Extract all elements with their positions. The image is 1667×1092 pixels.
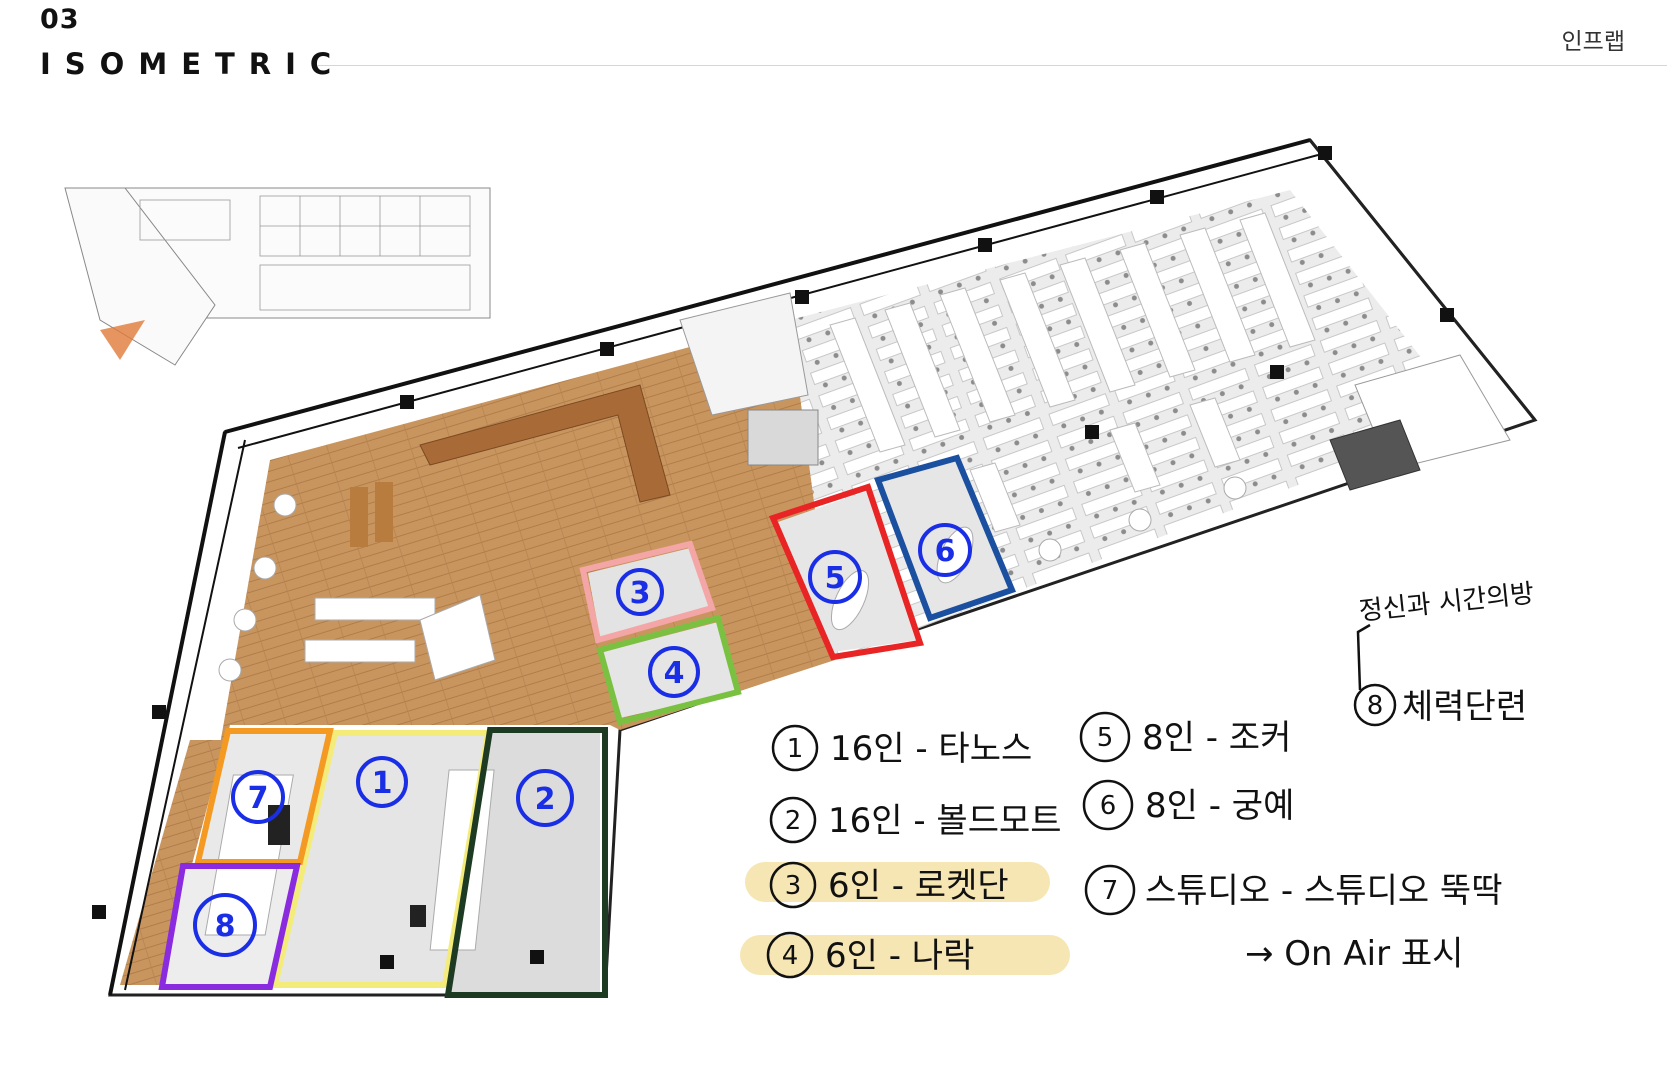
- legend-highlight-4: [740, 935, 1070, 975]
- room-outline-3: [579, 540, 716, 644]
- room-outline-1: [271, 730, 492, 988]
- legend-text-4: 6인 - 나락: [825, 936, 974, 976]
- legend-text-2: 16인 - 볼드모트: [828, 801, 1062, 841]
- legend-number-4: 4: [782, 941, 799, 971]
- mini-floorplan-thumbnail: [64, 187, 491, 366]
- room-outlines: [158, 454, 1017, 998]
- legend-text-6: 8인 - 궁예: [1145, 786, 1294, 826]
- room-number-7: 7: [248, 781, 269, 816]
- legend-number-3: 3: [785, 871, 802, 901]
- company-name: 인프랩: [1561, 29, 1625, 55]
- legend-number-2: 2: [785, 806, 802, 836]
- legend-number-8: 8: [1367, 691, 1384, 721]
- room-outline-2: [444, 727, 608, 998]
- room-number-8: 8: [215, 909, 236, 944]
- room-outline-4: [596, 614, 742, 726]
- room-outline-5: [768, 483, 924, 661]
- legend-number-6: 6: [1100, 791, 1117, 821]
- header-divider: [318, 65, 1667, 66]
- legend: 1 2 3 4 5 6 7 8 16인 - 타노스 16인 - 볼드모트 6인 …: [740, 579, 1536, 979]
- room-number-6: 6: [935, 534, 956, 569]
- section-title: ISOMETRIC: [40, 47, 346, 81]
- legend-text-8: 체력단련: [1402, 687, 1527, 727]
- section-number: 03: [40, 4, 80, 35]
- side-note-arrow: [1356, 623, 1371, 691]
- room-outline-6: [874, 454, 1017, 622]
- legend-sub-note: → On Air 표시: [1245, 934, 1463, 974]
- room-number-labels: 1 2 3 4 5 6 7 8: [215, 534, 956, 944]
- legend-number-7: 7: [1102, 876, 1119, 906]
- legend-text-5: 8인 - 조커: [1142, 718, 1291, 758]
- room-number-2: 2: [535, 782, 556, 817]
- room-number-markers: [193, 523, 972, 957]
- room-outline-7: [194, 728, 334, 865]
- room-number-5: 5: [825, 561, 846, 596]
- room-number-1: 1: [372, 766, 393, 801]
- room-number-4: 4: [664, 656, 685, 691]
- building-footprint: [92, 138, 1538, 997]
- room-number-3: 3: [630, 576, 651, 611]
- legend-text-3: 6인 - 로켓단: [828, 866, 1009, 906]
- legend-text-7: 스튜디오 - 스튜디오 뚝딱: [1145, 871, 1503, 911]
- room-outline-8: [158, 863, 301, 990]
- legend-highlight-3: [745, 862, 1050, 902]
- legend-text-1: 16인 - 타노스: [830, 729, 1032, 769]
- legend-number-1: 1: [787, 734, 804, 764]
- legend-number-5: 5: [1097, 723, 1114, 753]
- side-note: 정신과 시간의방: [1358, 579, 1536, 627]
